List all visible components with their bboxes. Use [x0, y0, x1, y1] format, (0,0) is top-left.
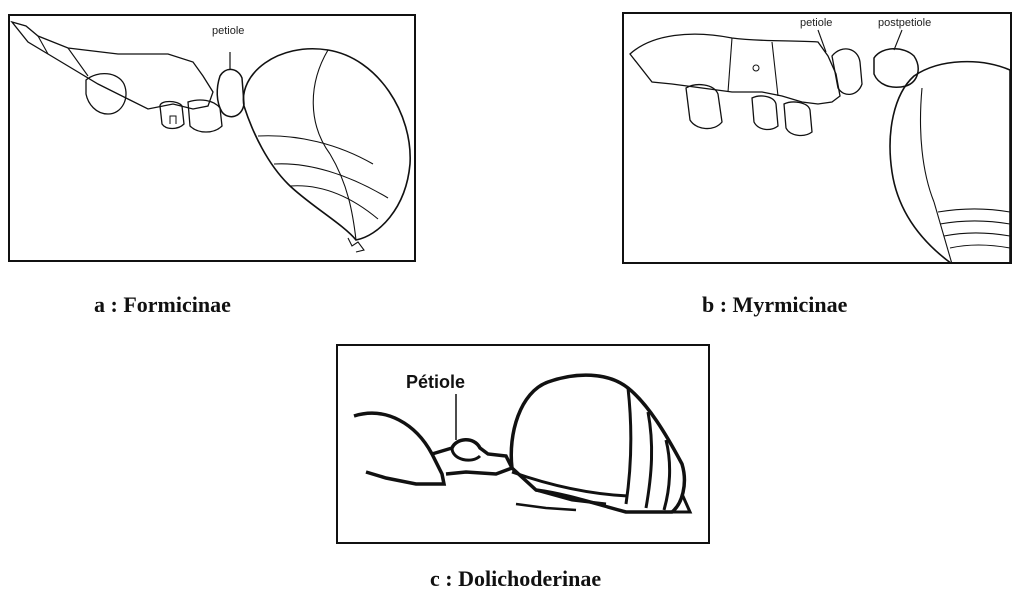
panel-c-dolichoderinae: Pétiole	[336, 344, 710, 544]
caption-c: c : Dolichoderinae	[430, 566, 601, 592]
panel-b-myrmicinae: petiole postpetiole	[622, 12, 1012, 264]
panel-a-formicinae: petiole	[8, 14, 416, 262]
caption-b: b : Myrmicinae	[702, 292, 847, 318]
petiole-label-a: petiole	[212, 25, 244, 37]
petiole-label-c: Pétiole	[406, 372, 465, 392]
dolichoderinae-ant-drawing: Pétiole	[336, 344, 710, 544]
myrmicinae-ant-drawing: petiole postpetiole	[622, 12, 1012, 264]
caption-a: a : Formicinae	[94, 292, 231, 318]
formicinae-ant-drawing: petiole	[8, 14, 416, 262]
petiole-label-b: petiole	[800, 17, 832, 29]
postpetiole-label-b: postpetiole	[878, 17, 931, 29]
